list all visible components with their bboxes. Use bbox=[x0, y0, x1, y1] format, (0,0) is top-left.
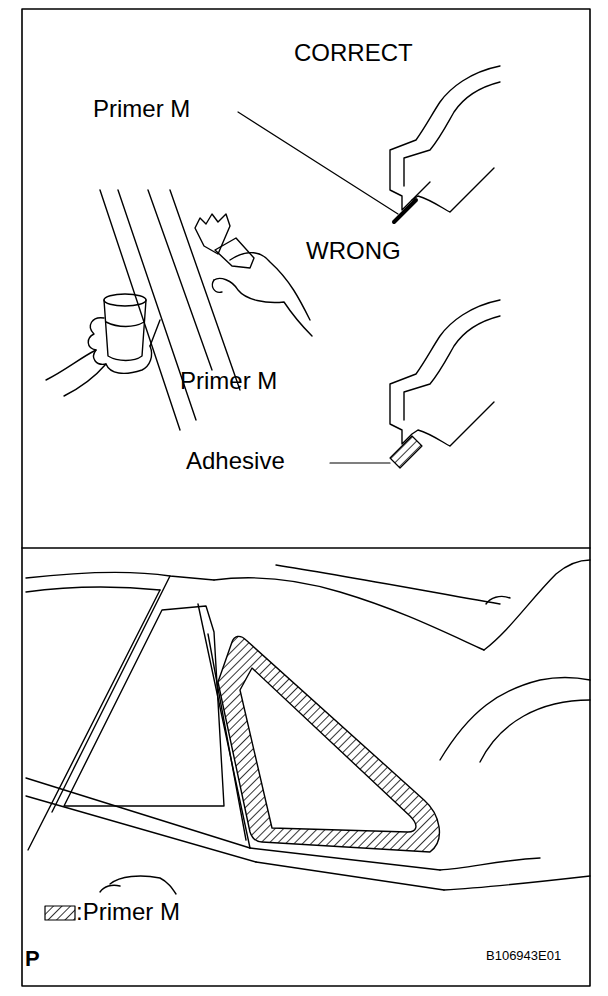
primer-area bbox=[218, 636, 439, 852]
wrong-nozzle bbox=[390, 300, 500, 446]
leader-line bbox=[330, 462, 390, 463]
part-label: Primer M bbox=[93, 96, 190, 122]
leader-line bbox=[238, 112, 398, 214]
status-label: CORRECT bbox=[294, 40, 413, 66]
legend-swatch bbox=[45, 906, 75, 920]
legend-text: :Primer M bbox=[76, 899, 180, 925]
correct-nozzle bbox=[390, 66, 500, 212]
panel-divider bbox=[22, 547, 590, 549]
page-mark: P bbox=[25, 947, 40, 971]
part-label: Primer M bbox=[180, 368, 277, 394]
adhesive-bead bbox=[390, 436, 422, 468]
frame bbox=[22, 9, 590, 986]
car-body bbox=[26, 560, 590, 894]
figure-code: B106943E01 bbox=[486, 949, 561, 963]
part-label: Adhesive bbox=[186, 448, 285, 474]
brush-hands bbox=[46, 190, 312, 430]
status-label: WRONG bbox=[306, 238, 401, 264]
primer-line bbox=[394, 200, 416, 222]
